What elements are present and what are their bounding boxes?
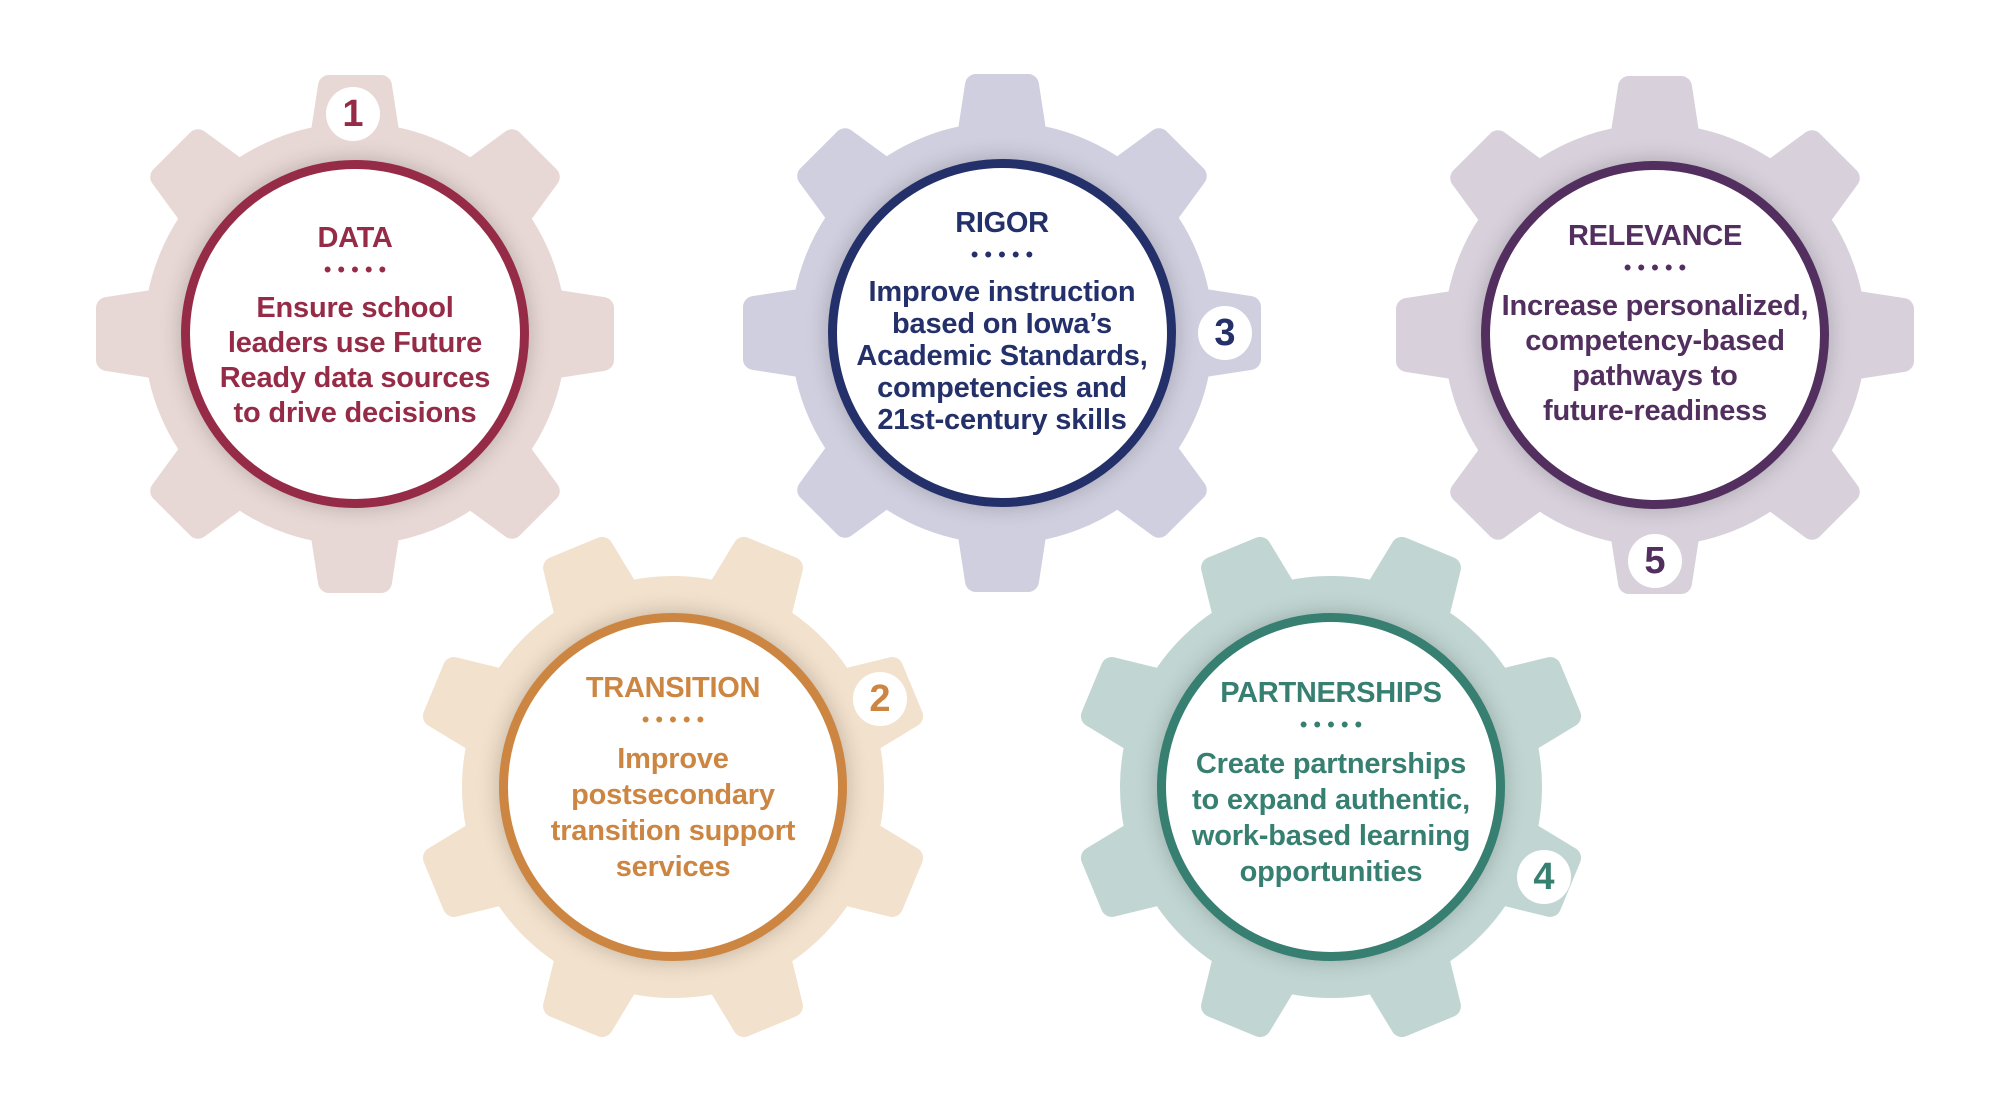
gear-rigor-title: RIGOR	[955, 206, 1049, 239]
gear-rigor-description: Improve instruction based on Iowa’s Acad…	[856, 275, 1148, 436]
gear-partnerships-description: Create partnerships to expand authentic,…	[1191, 747, 1471, 888]
gear-partnerships: PARTNERSHIPS ••••• Create partnerships t…	[1071, 527, 1591, 1047]
divider-dots: •••••	[323, 256, 393, 282]
gear-data: DATA ••••• Ensure school leaders use Fut…	[95, 74, 615, 594]
gear-relevance: RELEVANCE ••••• Increase personalized, c…	[1395, 75, 1915, 595]
divider-dots: •••••	[970, 241, 1040, 267]
gear-rigor-circle: RIGOR ••••• Improve instruction based on…	[828, 159, 1176, 507]
gear-relevance-description: Increase personalized, competency-based …	[1501, 289, 1809, 427]
divider-dots: •••••	[641, 706, 711, 732]
gear-relevance-circle: RELEVANCE ••••• Increase personalized, c…	[1481, 161, 1829, 509]
step-number-badge-5: 5	[1628, 534, 1682, 588]
gear-data-circle: DATA ••••• Ensure school leaders use Fut…	[181, 160, 529, 508]
gear-transition-title: TRANSITION	[585, 671, 761, 704]
gear-rigor: RIGOR ••••• Improve instruction based on…	[742, 73, 1262, 593]
gear-data-description: Ensure school leaders use Future Ready d…	[219, 291, 491, 429]
gear-partnerships-circle: PARTNERSHIPS ••••• Create partnerships t…	[1157, 613, 1505, 961]
gear-transition-circle: TRANSITION ••••• Improve postsecondary t…	[499, 613, 847, 961]
divider-dots: •••••	[1299, 711, 1369, 737]
gear-transition-description: Improve postsecondary transition support…	[550, 742, 796, 883]
divider-dots: •••••	[1623, 254, 1693, 280]
gear-partnerships-title: PARTNERSHIPS	[1220, 676, 1442, 709]
gear-transition: TRANSITION ••••• Improve postsecondary t…	[413, 527, 933, 1047]
step-number-badge-3: 3	[1198, 306, 1252, 360]
step-number-badge-4: 4	[1517, 850, 1571, 904]
step-number-badge-2: 2	[853, 672, 907, 726]
gear-relevance-title: RELEVANCE	[1567, 219, 1742, 252]
gear-data-title: DATA	[317, 221, 393, 254]
step-number-badge-1: 1	[326, 87, 380, 141]
